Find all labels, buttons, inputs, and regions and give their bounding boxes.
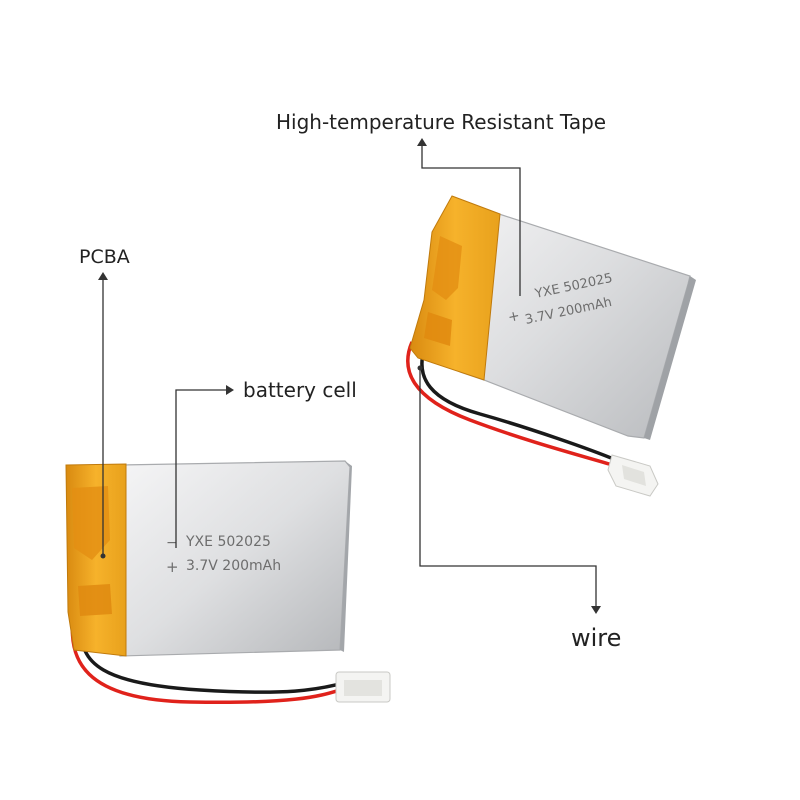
cell-arrowhead: [226, 385, 234, 395]
tape-arrowhead: [417, 138, 427, 146]
battery-back: YXE 502025 + 3.7V 200mAh: [406, 195, 696, 497]
cell-model-text: YXE 502025: [185, 534, 271, 550]
tape-label: High-temperature Resistant Tape: [276, 110, 607, 134]
pcba-arrowhead: [98, 272, 108, 280]
cell-leader: [175, 389, 228, 548]
leader-lines: [98, 138, 601, 614]
tape-leader: [421, 144, 521, 296]
connector: [335, 671, 391, 703]
wire-label: wire: [571, 624, 622, 652]
pcba-dot: [100, 553, 106, 559]
wire-leader: [419, 368, 597, 608]
wire-dot: [417, 365, 423, 371]
red-wire: [70, 611, 341, 705]
connector: [607, 454, 659, 497]
pcba-label: PCBA: [79, 246, 130, 268]
black-wire: [420, 349, 617, 462]
negative-mark: −: [166, 535, 178, 551]
battery-cell-label: battery cell: [243, 378, 357, 402]
battery-front: − YXE 502025 + 3.7V 200mAh: [65, 460, 391, 705]
positive-mark: +: [507, 308, 522, 326]
red-wire: [406, 341, 617, 468]
wire-arrowhead: [591, 606, 601, 614]
cell-spec-text: 3.7V 200mAh: [186, 558, 281, 574]
black-wire: [79, 625, 341, 694]
positive-mark: +: [166, 558, 179, 576]
